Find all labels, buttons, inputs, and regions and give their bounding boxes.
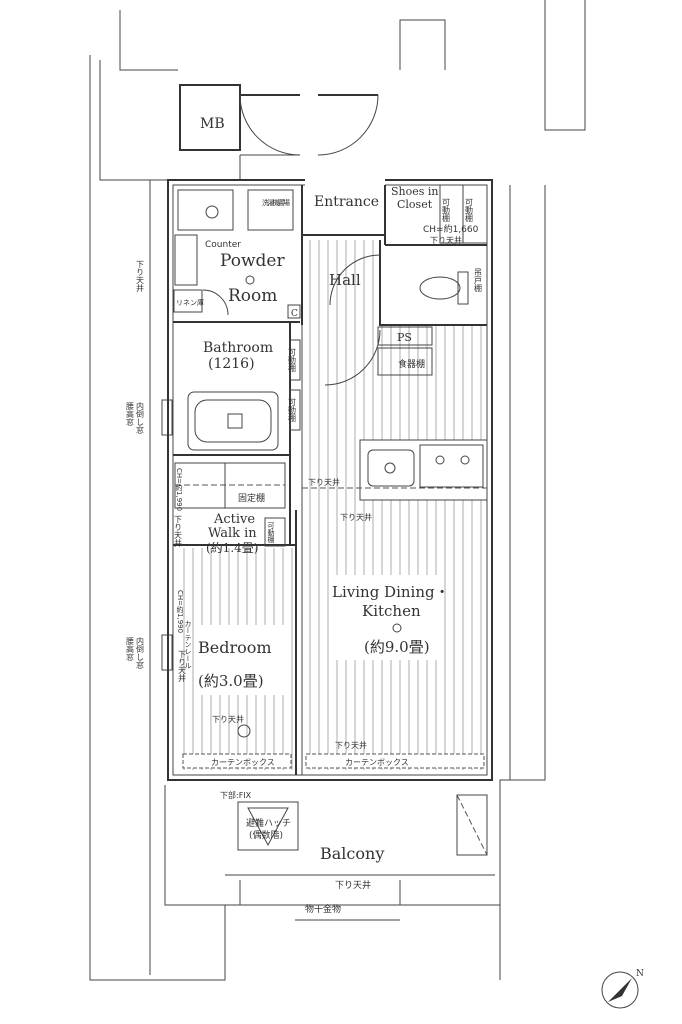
kitchen-counter: 下り天井 下り天井 [302,439,488,522]
powder-room-label: Powder [220,251,285,271]
movable-shelf-label-3: 可動棚 [288,348,297,373]
fixed-shelf-label: 固定棚 [238,492,265,504]
cupboard-label: 食器棚 [398,358,425,370]
ceiling-height-walkin: CH=約1,990 [175,468,183,511]
movable-shelf-label: 可動棚 [442,198,451,223]
hall-door[interactable] [329,254,381,306]
window-bedroom: 内倒し窓 腰高窓 [126,634,173,671]
window-label-4: 腰高窓 [126,637,135,661]
lowered-ceiling-label-9: 下り天井 [335,879,371,891]
bathroom-label: Bathroom [203,340,273,356]
fix-lower-label: 下部:FIX [220,790,252,800]
bathroom: Bathroom (1216) 可動棚 可動棚 [187,339,301,451]
hall-label: Hall [329,271,361,289]
evacuation-hatch-label: 避難ハッチ [246,817,291,829]
ldk-door[interactable] [324,329,381,386]
ldk: Living Dining・ Kitchen (約9.0畳) 下り天井 カーテン… [305,575,485,769]
lowered-ceiling-label-5: 下り天井 [212,714,244,724]
lowered-ceiling-label-3: 下り天井 [174,515,183,548]
ps-label: PS [397,331,412,344]
c-mark: C [291,309,298,319]
counter-label: Counter [205,240,241,250]
linen-label: リネン庫 [176,298,204,307]
north-compass-icon: N [601,969,644,1009]
bedroom-label: Bedroom [198,638,272,657]
lowered-ceiling-label-7: 下り天井 [340,512,372,522]
bedroom-size-label: (約3.0畳) [198,672,264,690]
mb-label: MB [200,116,225,132]
entrance-doors[interactable] [239,94,379,156]
walkin-label-2: Walk in [208,526,257,541]
north-label: N [636,969,644,979]
ps-cupboard: PS 食器棚 [377,326,433,376]
building-outline [89,0,586,981]
movable-shelf-label-2: 可動棚 [465,198,474,223]
shoes-closet: Shoes in Closet 可動棚 可動棚 CH=約1,660 下り天井 [391,184,488,245]
wall-cabinet-label: 吊戸棚 [474,268,483,293]
window-bath: 内倒し窓 腰高窓 [126,399,173,436]
window-label: 内倒し窓 [136,401,145,434]
hall-floor [308,240,380,325]
curtain-box-label: カーテンボックス [211,758,275,767]
balcony: 下部:FIX 避難ハッチ (偶数階) Balcony 下り天井 物干金物 [164,785,501,921]
toilet: 吊戸棚 [419,268,483,305]
movable-shelf-label-4: 可動棚 [288,398,297,423]
lowered-ceiling-label-4: 下り天井 [178,650,187,683]
movable-shelf-label-5: 可動棚 [267,522,275,544]
ldk-floor [302,325,487,770]
drying-hardware-label: 物干金物 [305,903,341,915]
bathroom-size-label: (1216) [208,356,255,372]
evacuation-hatch-label-2: (偶数階) [249,829,283,841]
shoes-closet-label: Shoes in [391,185,439,198]
window-label-2: 腰高窓 [126,402,135,426]
window-label-3: 内倒し窓 [136,636,145,669]
bedroom: Bedroom (約3.0畳) CH=約1,990 カーテンレール 下り天井 下… [176,590,292,769]
ceiling-height-label: CH=約1,660 [423,223,479,235]
powder-room: 洗濯機置場 Counter Powder Room リネン庫 [173,189,294,316]
walk-in-closet: 固定棚 CH=約1,990 下り天井 Active Walk in (約1.4畳… [174,462,286,555]
lowered-ceiling-label-8: 下り天井 [335,740,367,750]
walkin-size-label: (約1.4畳) [206,540,258,555]
ldk-label: Living Dining・ [332,583,450,601]
ceiling-height-bedroom: CH=約1,990 [176,590,184,633]
shoes-closet-label-2: Closet [397,198,433,211]
powder-room-label-2: Room [228,286,277,306]
balcony-label: Balcony [320,844,384,863]
washer-space-label: 洗濯機置場 [262,198,290,207]
curtain-rail-label: カーテンレール [184,620,192,669]
curtain-box-label-2: カーテンボックス [345,758,409,767]
walkin-label: Active [213,512,255,527]
entrance-label: Entrance [314,194,379,210]
lowered-ceiling-label-6: 下り天井 [308,477,340,487]
ldk-size-label: (約9.0畳) [364,638,430,656]
lowered-ceiling-label-2: 下り天井 [136,260,145,293]
meter-box: MB [179,84,241,151]
lowered-ceiling-label: 下り天井 [430,235,462,245]
ldk-label-2: Kitchen [362,602,421,620]
